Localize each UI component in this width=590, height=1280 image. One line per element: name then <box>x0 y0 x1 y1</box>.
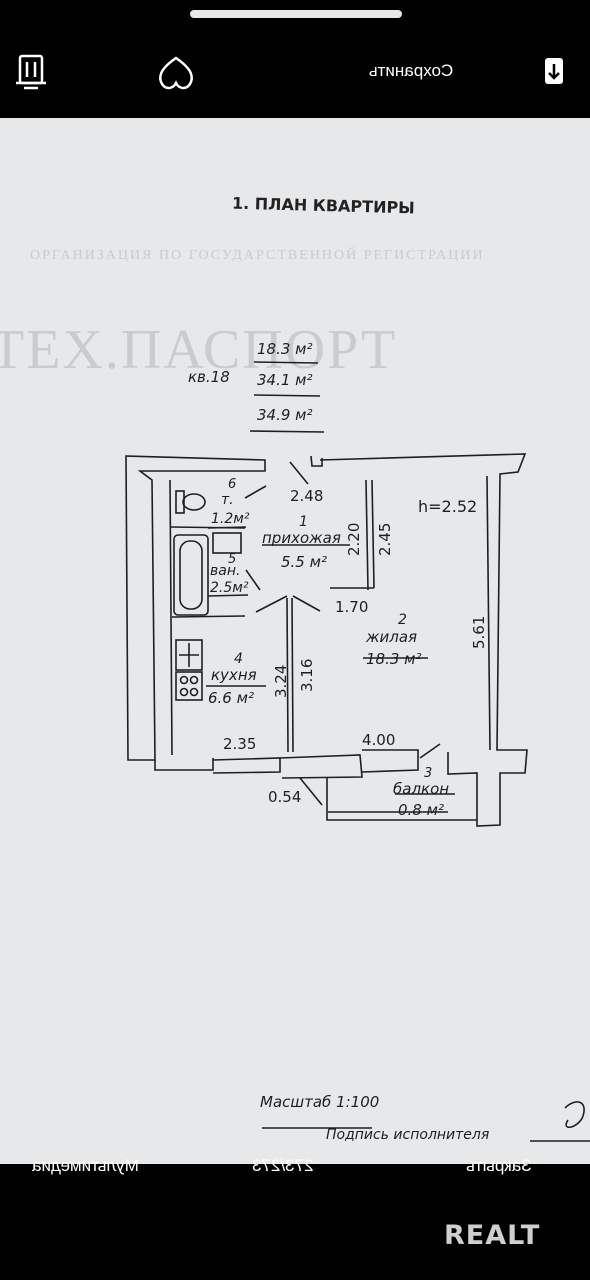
room-1-number: 1 <box>299 514 308 530</box>
apartment-label: кв.18 <box>188 368 230 386</box>
dimension-4-00: 4.00 <box>362 731 396 749</box>
dimension-5-61: 5.61 <box>470 615 488 649</box>
ceiling-height: h=2.52 <box>418 497 478 516</box>
dimension-2-20: 2.20 <box>345 522 363 556</box>
floor-plan-document: ТЕХ.ПАСПОРТ ОРГАНИЗАЦИЯ ПО ГОСУДАРСТВЕНН… <box>0 118 590 1164</box>
counter-label: 273/273 <box>252 1156 314 1175</box>
download-icon[interactable] <box>543 52 587 96</box>
status-pill <box>190 10 402 18</box>
area-with-balcony-value: 34.9 м² <box>257 406 313 424</box>
room-2-area: 18.3 м² <box>366 650 422 668</box>
media-button[interactable]: Мультимедиа <box>32 1156 139 1176</box>
total-area-value: 34.1 м² <box>257 371 313 389</box>
background-text: ОРГАНИЗАЦИЯ ПО ГОСУДАРСТВЕННОЙ РЕГИСТРАЦ… <box>30 248 485 263</box>
room-6-number: 6 <box>228 477 237 492</box>
dimension-3-24: 3.24 <box>272 664 290 698</box>
room-6-name: т. <box>221 492 234 508</box>
room-3-name: балкон <box>393 780 450 798</box>
room-6-area: 1.2м² <box>211 511 250 527</box>
room-1-name: прихожая <box>262 529 341 547</box>
dimension-1-70: 1.70 <box>335 598 369 616</box>
room-5-name: ван. <box>210 563 241 579</box>
close-button[interactable]: Закрыть <box>466 1156 531 1176</box>
photo-counter: 273/273 <box>252 1156 313 1176</box>
room-3-area: 0.8 м² <box>398 801 444 819</box>
dimension-2-45: 2.45 <box>376 522 394 556</box>
scale-label: Масштаб 1:100 <box>260 1093 380 1111</box>
room-2-number: 2 <box>398 612 407 628</box>
room-5-number: 5 <box>228 552 237 567</box>
close-label: Закрыть <box>466 1156 532 1175</box>
bottom-toolbar <box>0 1164 590 1280</box>
favorite-heart-icon[interactable] <box>154 52 198 96</box>
dimension-0-54: 0.54 <box>268 788 302 806</box>
background-stamp: ТЕХ.ПАСПОРТ <box>0 319 398 381</box>
living-area-value: 18.3 м² <box>257 340 313 358</box>
room-4-name: кухня <box>211 666 257 684</box>
room-3-number: 3 <box>424 766 433 781</box>
room-4-number: 4 <box>234 651 243 667</box>
delete-icon[interactable] <box>12 52 56 96</box>
top-toolbar: Сохранить <box>0 0 590 118</box>
room-4-area: 6.6 м² <box>208 689 254 707</box>
room-5-area: 2.5м² <box>210 580 249 596</box>
room-1-area: 5.5 м² <box>281 553 327 571</box>
room-2-name: жилая <box>366 628 418 646</box>
media-label: Мультимедиа <box>32 1156 139 1175</box>
realt-watermark: REALT <box>444 1220 541 1251</box>
dimension-2-35: 2.35 <box>223 735 257 753</box>
dimension-3-16: 3.16 <box>298 658 316 692</box>
signature-label: Подпись исполнителя <box>326 1127 490 1143</box>
dimension-2-48: 2.48 <box>290 487 324 505</box>
